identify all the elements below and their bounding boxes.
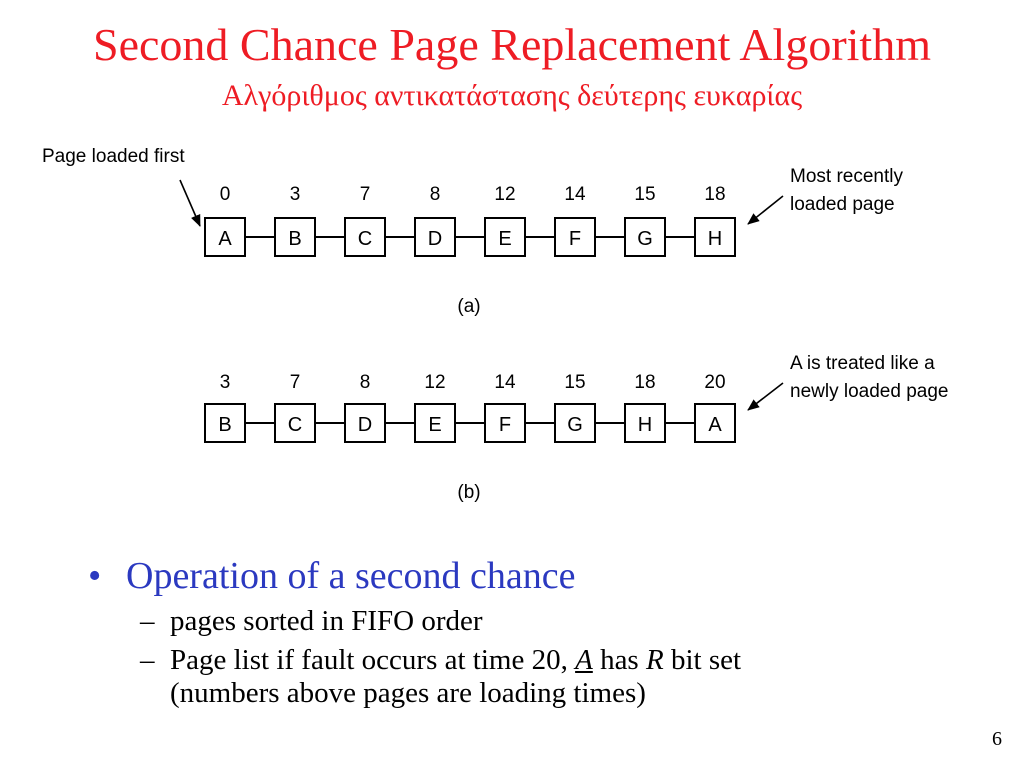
load-time-label: 14 — [564, 184, 586, 205]
sub-bullet-2-text-pre: Page list if fault occurs at time 20, — [170, 644, 576, 676]
sub-bullet-1: – pages sorted in FIFO order — [88, 605, 988, 638]
page-number: 6 — [992, 728, 1002, 750]
sub-bullet-2-r-bit: R — [645, 644, 664, 676]
page-label: B — [288, 228, 301, 250]
page-label: C — [288, 414, 302, 436]
sub-bullet-2-text-mid: has — [592, 644, 646, 676]
diagram-caption: (b) — [457, 482, 480, 503]
load-time-label: 3 — [290, 184, 301, 205]
bullet-list: • Operation of a second chance – pages s… — [88, 553, 988, 710]
arrow-a-treated-newly-loaded — [747, 382, 784, 411]
page-box-c — [274, 403, 316, 443]
sub-bullet-2-text-post: bit set — [663, 644, 742, 676]
load-time-label: 18 — [634, 372, 655, 393]
bullet-main: • Operation of a second chance — [88, 553, 988, 599]
slide-title: Second Chance Page Replacement Algorithm — [93, 19, 931, 70]
page-box-d — [414, 217, 456, 257]
bullet-main-text: Operation of a second chance — [126, 555, 576, 597]
page-label: E — [428, 414, 441, 436]
load-time-label: 20 — [704, 372, 725, 393]
load-time-label: 12 — [424, 372, 445, 393]
load-time-label: 7 — [290, 372, 301, 393]
arrow-most-recently-loaded — [747, 195, 784, 225]
sub-bullet-2-line2: (numbers above pages are loading times) — [170, 677, 646, 709]
diagram-a: A 0B 3C 7D 8E 12F 14G 15H 18 (a) Page loaded first… — [42, 146, 903, 317]
sub-bullet-1-text: pages sorted in FIFO order — [170, 605, 483, 637]
page-label: D — [358, 414, 372, 436]
dash: – — [140, 644, 155, 676]
diagram-b: B 3C 7D 8E 12F 14G 15H 18A 20 (b) A is treated lik… — [204, 353, 948, 503]
page-box-b — [274, 217, 316, 257]
page-label: A — [218, 228, 232, 250]
sub-bullet-2-page-a: A — [575, 644, 593, 676]
page-box-g — [554, 403, 596, 443]
sub-bullet-2: – Page list if fault occurs at time 20, … — [88, 644, 988, 710]
page-box-b — [204, 403, 246, 443]
note-page-loaded-first: Page loaded first — [42, 146, 185, 167]
page-label: H — [708, 228, 722, 250]
page-label: E — [498, 228, 511, 250]
load-time-label: 15 — [634, 184, 655, 205]
slide-subtitle: Αλγόριθμος αντικατάστασης δεύτερης ευκαρ… — [221, 79, 803, 112]
page-label: A — [708, 414, 722, 436]
page-label: F — [569, 228, 581, 250]
page-label: B — [218, 414, 231, 436]
load-time-label: 18 — [704, 184, 725, 205]
page-box-d — [344, 403, 386, 443]
page-label: H — [638, 414, 652, 436]
page-box-a — [204, 217, 246, 257]
dash: – — [140, 605, 155, 637]
load-time-label: 12 — [494, 184, 515, 205]
bullet-dot: • — [88, 555, 102, 597]
page-label: G — [637, 228, 653, 250]
page-box-a — [694, 403, 736, 443]
page-label: G — [567, 414, 583, 436]
page-label: D — [428, 228, 442, 250]
load-time-label: 8 — [360, 372, 371, 393]
load-time-label: 8 — [430, 184, 441, 205]
page-label: F — [499, 414, 511, 436]
load-time-label: 3 — [220, 372, 231, 393]
load-time-label: 15 — [564, 372, 585, 393]
load-time-label: 14 — [494, 372, 516, 393]
load-time-label: 0 — [220, 184, 231, 205]
arrow-page-loaded-first — [179, 179, 201, 227]
diagram-caption: (a) — [457, 296, 480, 317]
load-time-label: 7 — [360, 184, 371, 205]
page-box-h — [694, 217, 736, 257]
page-label: C — [358, 228, 372, 250]
